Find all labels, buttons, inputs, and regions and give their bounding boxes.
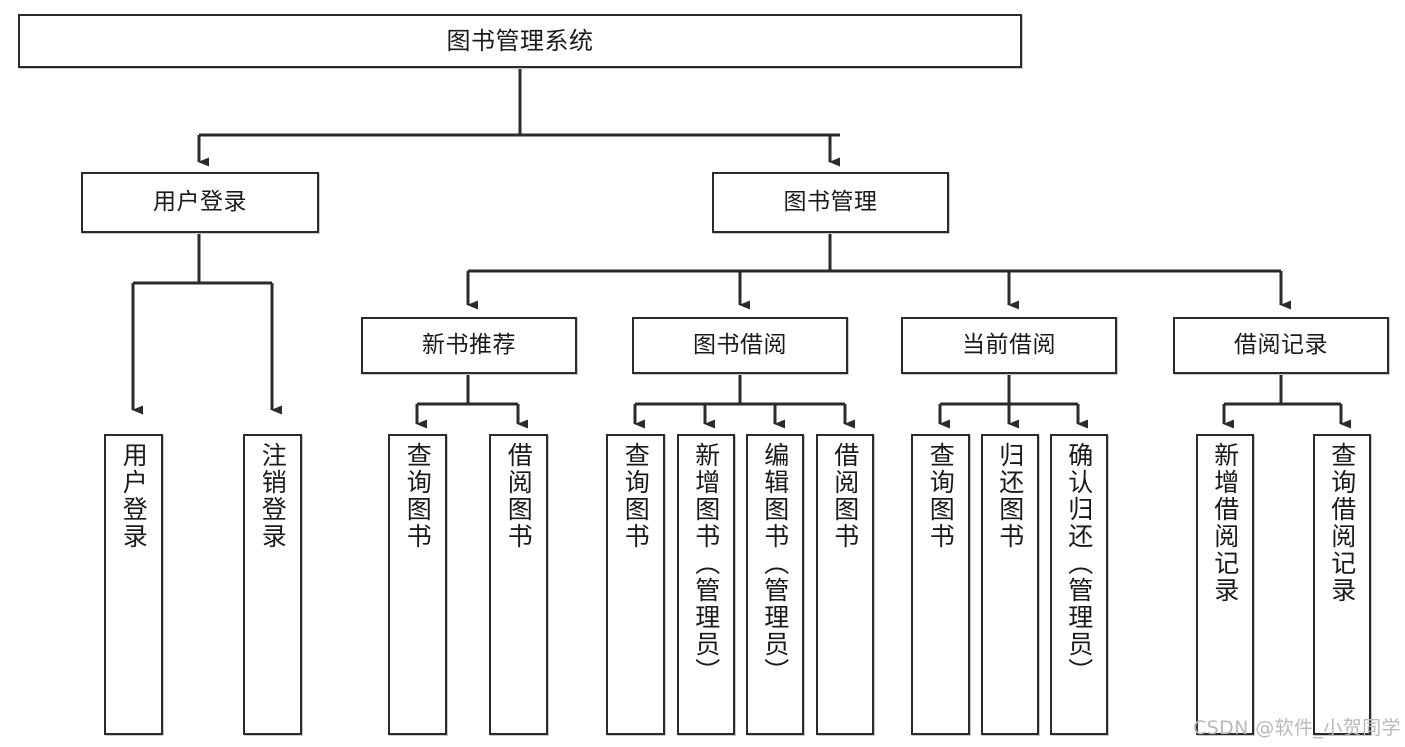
node-label: 用户登录: [119, 442, 149, 550]
node-label: 查询借阅记录: [1327, 442, 1357, 604]
node-label: 用户登录: [153, 188, 247, 215]
leaf-new-book-query-book[interactable]: 查询图书: [388, 434, 447, 735]
node-user-login[interactable]: 用户登录: [81, 172, 319, 233]
node-label: 借阅图书: [830, 442, 860, 550]
node-label: 图书管理系统: [446, 26, 594, 55]
node-label: 借阅图书: [504, 442, 534, 550]
node-label: 新增图书（管理员）: [691, 442, 721, 685]
node-label: 查询图书: [621, 442, 651, 550]
node-current-borrowing[interactable]: 当前借阅: [901, 317, 1117, 374]
leaf-record-add-borrow-record[interactable]: 新增借阅记录: [1196, 434, 1254, 735]
leaf-user-login-login[interactable]: 用户登录: [104, 434, 163, 735]
leaf-record-query-borrow-record[interactable]: 查询借阅记录: [1313, 434, 1371, 735]
node-label: 新书推荐: [422, 331, 516, 358]
node-label: 查询图书: [926, 442, 956, 550]
node-book-management[interactable]: 图书管理: [712, 172, 949, 233]
node-label: 新增借阅记录: [1210, 442, 1240, 604]
node-root-book-management-system[interactable]: 图书管理系统: [18, 14, 1022, 68]
node-label: 查询图书: [403, 442, 433, 550]
node-label: 编辑图书（管理员）: [760, 442, 790, 685]
node-label: 确认归还（管理员）: [1064, 442, 1094, 685]
leaf-current-query-book[interactable]: 查询图书: [911, 434, 970, 735]
leaf-new-book-borrow-book[interactable]: 借阅图书: [489, 434, 548, 735]
leaf-borrow-borrow-book[interactable]: 借阅图书: [816, 434, 874, 735]
node-book-borrowing[interactable]: 图书借阅: [632, 317, 848, 374]
leaf-current-confirm-return-admin[interactable]: 确认归还（管理员）: [1050, 434, 1108, 735]
node-label: 图书管理: [783, 188, 878, 215]
node-label: 图书借阅: [693, 331, 787, 358]
node-label: 借阅记录: [1234, 331, 1328, 358]
node-label: 归还图书: [995, 442, 1025, 550]
csdn-watermark: CSDN @软件_小贺同学: [1193, 717, 1401, 739]
leaf-user-login-logout[interactable]: 注销登录: [243, 434, 302, 735]
node-label: 当前借阅: [962, 331, 1056, 358]
node-label: 注销登录: [258, 442, 288, 550]
leaf-borrow-edit-book-admin[interactable]: 编辑图书（管理员）: [746, 434, 804, 735]
leaf-borrow-query-book[interactable]: 查询图书: [606, 434, 665, 735]
leaf-current-return-book[interactable]: 归还图书: [981, 434, 1039, 735]
node-borrowing-record[interactable]: 借阅记录: [1173, 317, 1389, 374]
leaf-borrow-add-book-admin[interactable]: 新增图书（管理员）: [677, 434, 735, 735]
node-new-book-recommendation[interactable]: 新书推荐: [361, 317, 577, 374]
